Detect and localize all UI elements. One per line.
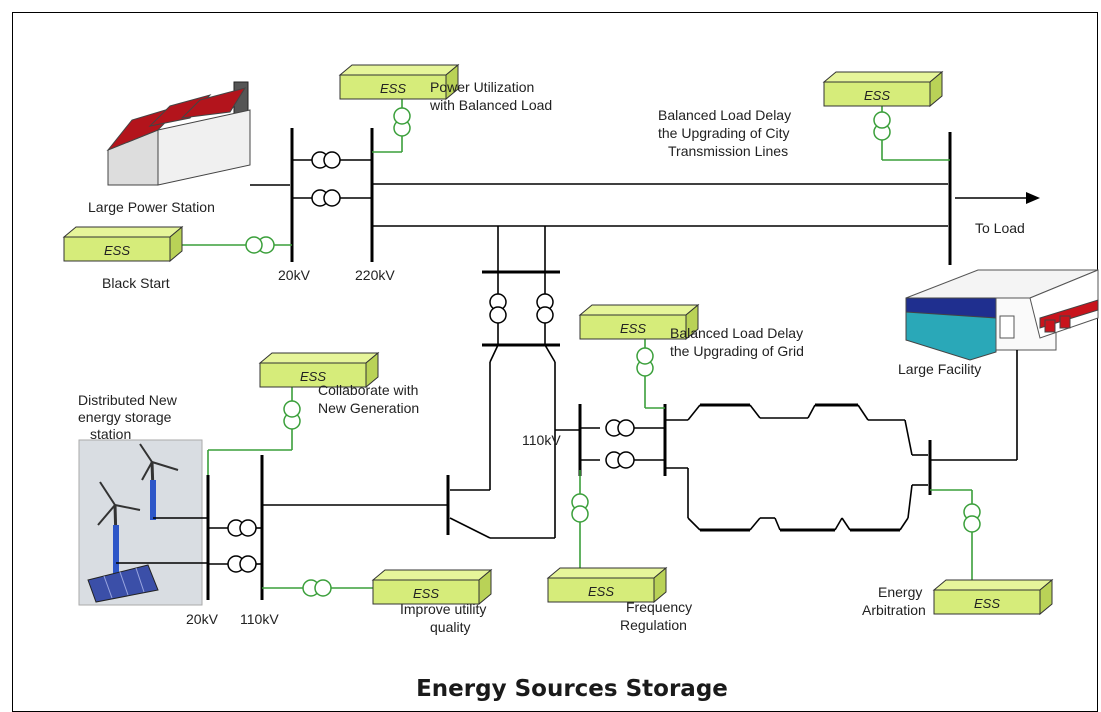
label-balanced-city-1: Balanced Load Delay [658, 107, 791, 123]
distribution-network-right [555, 350, 1018, 532]
large-facility-building [905, 269, 1099, 361]
label-20kv-bottom: 20kV [186, 611, 219, 627]
label-to-load: To Load [975, 220, 1025, 236]
label-power-utilization-2: with Balanced Load [429, 97, 552, 113]
label-balanced-city-2: the Upgrading of City [658, 125, 790, 141]
ess-label: ESS [588, 584, 614, 599]
label-power-utilization-1: Power Utilization [430, 79, 534, 95]
label-distributed-3: station [90, 426, 131, 442]
label-frequency-2: Regulation [620, 617, 687, 633]
distributed-generation-image [78, 439, 203, 606]
label-110kv-mid: 110kV [522, 432, 561, 448]
label-large-facility: Large Facility [898, 361, 981, 377]
label-collaborate-2: New Generation [318, 400, 419, 416]
label-energy-arb-2: Arbitration [862, 602, 926, 618]
ess-unit-power-utilization: ESS [339, 64, 459, 100]
label-distributed-1: Distributed New [78, 392, 178, 408]
ess-unit-black-start: ESS [63, 226, 183, 262]
ess-label: ESS [620, 321, 646, 336]
ess-label: ESS [300, 369, 326, 384]
power-station-building [106, 81, 251, 186]
ess-connections [180, 95, 981, 597]
label-black-start: Black Start [102, 275, 170, 291]
ess-label: ESS [413, 586, 439, 601]
ess-unit-new-generation: ESS [259, 352, 379, 388]
transmission-network [250, 128, 1040, 539]
ess-label: ESS [974, 596, 1000, 611]
label-balanced-grid-1: Balanced Load Delay [670, 325, 803, 341]
distribution-network-left [116, 455, 448, 600]
label-large-power-station: Large Power Station [88, 199, 215, 215]
label-improve-2: quality [430, 619, 470, 635]
label-collaborate-1: Collaborate with [318, 382, 418, 398]
label-energy-arb-1: Energy [878, 584, 922, 600]
label-balanced-grid-2: the Upgrading of Grid [670, 343, 804, 359]
ess-unit-grid-upgrade: ESS [579, 304, 699, 340]
ess-unit-frequency-regulation: ESS [547, 567, 667, 603]
label-frequency-1: Frequency [626, 599, 692, 615]
ess-unit-utility-quality: ESS [372, 569, 492, 605]
ess-unit-city-transmission: ESS [823, 71, 943, 107]
label-balanced-city-3: Transmission Lines [668, 143, 788, 159]
label-improve-1: Improve utility [400, 601, 486, 617]
label-distributed-2: energy storage [78, 409, 172, 425]
ess-label: ESS [104, 243, 130, 258]
ess-label: ESS [380, 81, 406, 96]
label-20kv-top: 20kV [278, 267, 311, 283]
ess-label: ESS [864, 88, 890, 103]
diagram-title: Energy Sources Storage [416, 676, 728, 702]
label-110kv-bottom: 110kV [240, 611, 279, 627]
ess-unit-energy-arbitration: ESS [933, 579, 1053, 615]
label-220kv: 220kV [355, 267, 395, 283]
